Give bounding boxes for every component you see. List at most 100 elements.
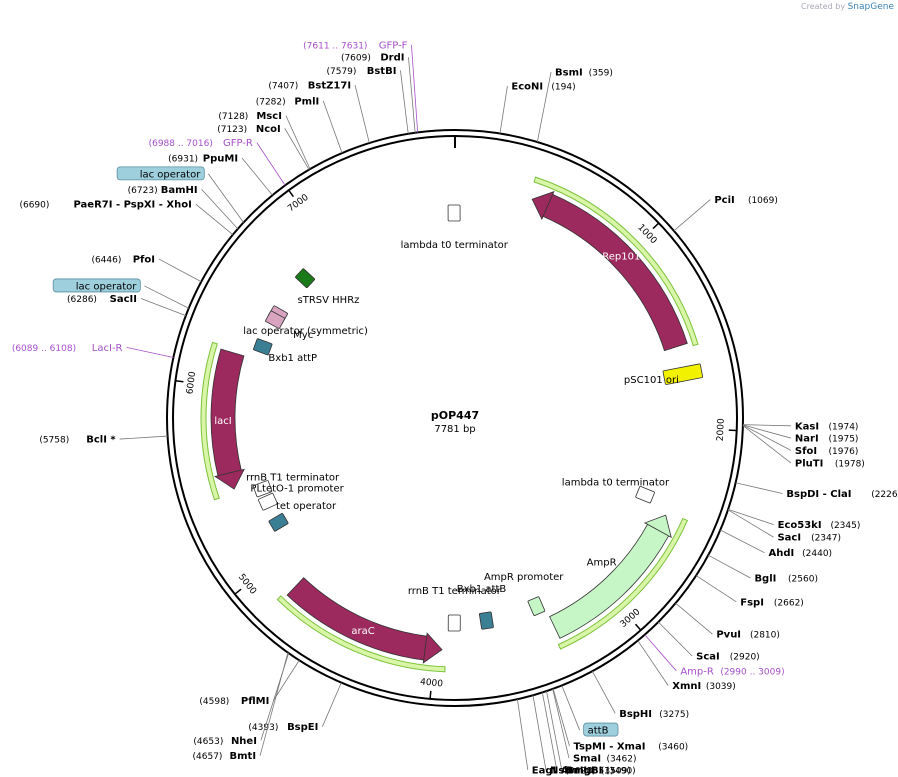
feature-callout[interactable]: attB	[561, 685, 619, 737]
restriction-site[interactable]: BamHI(6723)	[128, 185, 239, 230]
feature-strand-arc	[276, 595, 446, 673]
site-name: BspEI	[287, 722, 318, 733]
ruler-tick-label: 2000	[716, 418, 727, 442]
restriction-site[interactable]: DrdI(7609)	[341, 53, 416, 133]
restriction-site[interactable]: XmnI(3039)	[637, 640, 736, 693]
site-name: GFP-R	[223, 138, 253, 149]
site-position: (7128)	[218, 112, 248, 122]
restriction-site[interactable]: SacII(6286)	[67, 294, 186, 316]
restriction-site[interactable]: AvrII(3509)	[541, 692, 631, 777]
site-position: (7611 .. 7631)	[303, 41, 367, 51]
callout-box	[583, 722, 619, 737]
restriction-site[interactable]: BstZ17I(7407)	[268, 81, 370, 144]
feature-myc[interactable]	[265, 310, 286, 329]
restriction-site[interactable]: PfoI(6446)	[91, 255, 202, 283]
restriction-site[interactable]: ScaI(2920)	[658, 621, 760, 662]
feature-ampr-promoter[interactable]	[527, 596, 546, 616]
primer-site[interactable]: GFP-F(7611 .. 7631)	[303, 40, 419, 133]
primer-site[interactable]: GFP-R(6988 .. 7016)	[149, 138, 286, 186]
site-name: PluTI	[795, 458, 823, 469]
feature-label-plteto-1-promoter: PLtetO-1 promoter	[250, 484, 344, 495]
restriction-site[interactable]: AhdI(2440)	[720, 529, 832, 559]
restriction-site[interactable]: EagI(3620)	[517, 699, 595, 777]
restriction-site[interactable]: PflMI(4598)	[199, 660, 300, 707]
feature-bxb1-attp[interactable]	[253, 338, 273, 356]
site-position: (2440)	[802, 549, 832, 559]
feature-rrnb-t1-terminator[interactable]	[252, 480, 273, 498]
feature-label-lac-operator-symmetric: lac operator (symmetric)	[243, 326, 368, 337]
site-leader-line	[708, 554, 751, 579]
site-position: (4657)	[193, 752, 223, 762]
feature-strsv-hhrz[interactable]	[295, 268, 315, 289]
restriction-site[interactable]: BmtI (4657)	[193, 652, 289, 763]
site-name: BstBI	[367, 66, 397, 77]
restriction-site[interactable]: BsmI(359)	[536, 68, 613, 143]
primer-site[interactable]: LacI-R(6089 .. 6108)	[12, 343, 174, 358]
feature-laci[interactable]	[210, 348, 245, 490]
feature-psc101-ori[interactable]	[662, 363, 704, 385]
site-name: Eco53kI	[778, 520, 822, 531]
feature-bxb1-attb[interactable]	[478, 611, 494, 630]
feature-lambda-t0-terminator[interactable]	[447, 204, 461, 222]
restriction-site[interactable]: BspHI(3275)	[591, 670, 689, 720]
brand-caption: Created by	[801, 2, 846, 11]
feature-callout[interactable]: lac operator	[116, 166, 244, 223]
restriction-site[interactable]: BclI *(5758)	[39, 435, 168, 446]
restriction-site[interactable]: BmgBI(3490)	[546, 690, 636, 777]
primer-site[interactable]: Amp-R (2990 .. 3009)	[644, 634, 785, 678]
feature-rrnb-t1-terminator[interactable]	[447, 614, 461, 632]
site-position: (6446)	[91, 256, 121, 266]
restriction-site[interactable]: NsiI(3551)	[532, 695, 614, 777]
ruler-tick-label: 7000	[286, 193, 311, 215]
restriction-site[interactable]: PaeR7I - PspXI - XhoI(6690)	[19, 200, 234, 236]
site-leader-line	[499, 86, 508, 134]
restriction-site[interactable]: PmlI(7282)	[256, 96, 343, 154]
feature-rep101[interactable]	[531, 190, 688, 352]
restriction-site[interactable]: KasI(1974)	[742, 421, 859, 432]
site-position: (2990 .. 3009)	[720, 667, 784, 677]
feature-label-psc101-ori: pSC101 ori	[624, 375, 679, 386]
feature-ampr[interactable]	[549, 514, 672, 639]
site-name: Amp-R	[680, 666, 714, 677]
restriction-site[interactable]: PvuI(2810)	[675, 602, 780, 641]
site-leader-line	[322, 682, 342, 727]
restriction-site[interactable]: FspI(2662)	[695, 575, 804, 609]
ruler-tick-label: 4000	[420, 677, 444, 689]
restriction-site[interactable]: TspMI - XmaI(3460)	[552, 688, 688, 753]
site-position: (1975)	[829, 435, 859, 445]
restriction-site[interactable]: BstBI(7579)	[326, 66, 409, 134]
feature-tet-operator[interactable]	[268, 512, 289, 532]
restriction-site[interactable]: EcoNI(194)	[499, 82, 576, 134]
site-name: PmlI	[294, 96, 319, 107]
feature-lambda-t0-terminator[interactable]	[635, 486, 655, 504]
restriction-site[interactable]: BspDI - ClaI(2226)	[735, 482, 898, 500]
site-position: (5758)	[39, 436, 69, 446]
feature-strand-arc	[200, 341, 220, 501]
restriction-site[interactable]: PluTI(1978)	[742, 425, 865, 470]
feature-plteto-1-promoter[interactable]	[258, 492, 278, 511]
restriction-site[interactable]: BglI(2560)	[708, 554, 818, 585]
restriction-site[interactable]: NcoI(7123)	[217, 124, 310, 170]
restriction-site[interactable]: SfoI(1976)	[742, 424, 859, 457]
restriction-site[interactable]: PciI(1069)	[673, 195, 778, 232]
site-position: (7609)	[341, 54, 371, 64]
restriction-site[interactable]: Eco53kI(2345)	[727, 508, 860, 531]
restriction-site[interactable]: SmaI(3462)	[552, 688, 637, 765]
restriction-site[interactable]: NarI(1975)	[742, 424, 859, 445]
restriction-site[interactable]: BspEI(4393)	[248, 682, 342, 734]
restriction-site[interactable]: SacI(2347)	[727, 509, 841, 544]
site-position: (1069)	[748, 196, 778, 206]
site-position: (3509)	[601, 767, 631, 777]
restriction-site[interactable]: MscI(7128)	[218, 111, 311, 170]
feature-arac[interactable]	[286, 577, 443, 664]
feature-callout[interactable]: lac operator	[52, 278, 189, 309]
site-leader-line	[144, 285, 189, 309]
site-name: SacI	[777, 533, 801, 544]
restriction-site[interactable]: PpuMI(6931)	[168, 154, 273, 196]
site-name: BmtI	[230, 751, 257, 762]
plasmid-name: pOP447	[431, 409, 479, 422]
site-leader-line	[140, 298, 186, 316]
site-leader-line	[644, 634, 677, 672]
